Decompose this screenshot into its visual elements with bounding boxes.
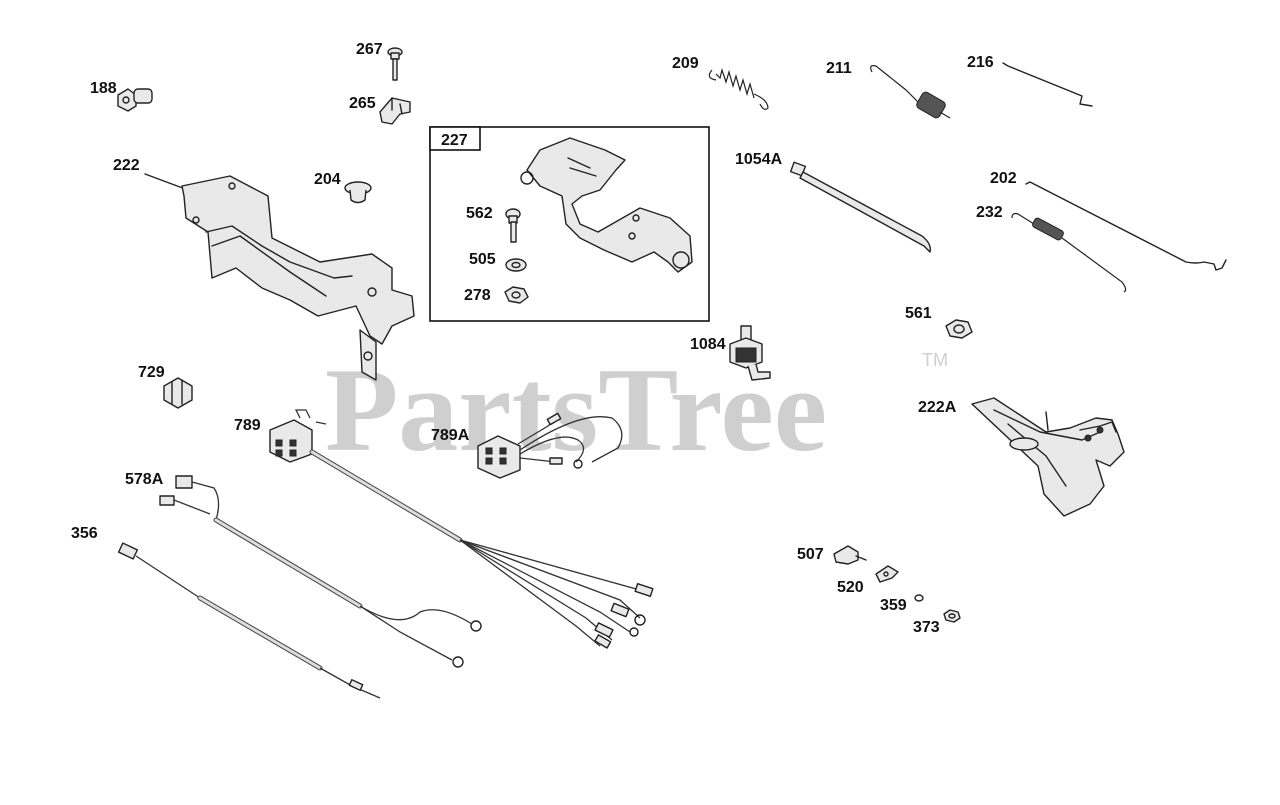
label-729[interactable]: 729 bbox=[138, 364, 165, 381]
part-216-rod[interactable] bbox=[1002, 62, 1093, 107]
part-505-washer[interactable] bbox=[505, 258, 527, 272]
label-278[interactable]: 278 bbox=[464, 287, 491, 304]
part-265-clip[interactable] bbox=[379, 97, 411, 125]
label-202[interactable]: 202 bbox=[990, 170, 1017, 187]
label-789A[interactable]: 789A bbox=[431, 427, 470, 444]
part-267-screw[interactable] bbox=[387, 47, 403, 81]
part-789A-wire-harness[interactable] bbox=[477, 412, 623, 479]
part-356-wire-harness[interactable] bbox=[117, 542, 381, 699]
label-562[interactable]: 562 bbox=[466, 205, 493, 222]
label-209[interactable]: 209 bbox=[672, 55, 699, 72]
part-789-wire-harness[interactable] bbox=[269, 409, 654, 649]
label-204[interactable]: 204 bbox=[314, 171, 341, 188]
label-227[interactable]: 227 bbox=[441, 132, 468, 149]
kit-227-box[interactable] bbox=[429, 126, 710, 322]
part-1084-switch[interactable] bbox=[729, 325, 771, 381]
label-265[interactable]: 265 bbox=[349, 95, 376, 112]
label-578A[interactable]: 578A bbox=[125, 471, 164, 488]
part-202-rod[interactable] bbox=[1025, 181, 1227, 271]
part-561-nut[interactable] bbox=[945, 319, 973, 339]
part-373-nut[interactable] bbox=[943, 609, 961, 623]
label-188[interactable]: 188 bbox=[90, 80, 117, 97]
label-520[interactable]: 520 bbox=[837, 579, 864, 596]
label-505[interactable]: 505 bbox=[469, 251, 496, 268]
label-222A[interactable]: 222A bbox=[918, 399, 957, 416]
part-729-connector[interactable] bbox=[163, 377, 193, 409]
part-1054A-cable-tie[interactable] bbox=[789, 161, 932, 253]
label-507[interactable]: 507 bbox=[797, 546, 824, 563]
part-278-nut[interactable] bbox=[504, 286, 529, 304]
part-562-screw[interactable] bbox=[505, 208, 521, 243]
part-204-grommet[interactable] bbox=[344, 181, 372, 204]
part-578A-wire-harness[interactable] bbox=[159, 475, 482, 668]
label-211[interactable]: 211 bbox=[826, 60, 852, 77]
part-507-terminal[interactable] bbox=[833, 545, 867, 565]
part-222A-control-plate[interactable] bbox=[971, 397, 1125, 517]
label-359[interactable]: 359 bbox=[880, 597, 907, 614]
label-356[interactable]: 356 bbox=[71, 525, 98, 542]
part-222-control-bracket[interactable] bbox=[144, 173, 415, 381]
part-209-spring[interactable] bbox=[708, 67, 769, 110]
part-211-spring[interactable] bbox=[870, 65, 951, 120]
label-1054A[interactable]: 1054A bbox=[735, 151, 783, 168]
label-561[interactable]: 561 bbox=[905, 305, 932, 322]
label-267[interactable]: 267 bbox=[356, 41, 383, 58]
label-373[interactable]: 373 bbox=[913, 619, 940, 636]
part-520-bracket[interactable] bbox=[875, 565, 899, 583]
label-789[interactable]: 789 bbox=[234, 417, 261, 434]
label-1084[interactable]: 1084 bbox=[690, 336, 726, 353]
part-359-lock-washer[interactable] bbox=[914, 594, 924, 602]
label-222[interactable]: 222 bbox=[113, 157, 140, 174]
part-227-lever-assembly[interactable] bbox=[520, 137, 693, 273]
label-216[interactable]: 216 bbox=[967, 54, 994, 71]
trademark-symbol: TM bbox=[922, 350, 948, 370]
part-232-spring[interactable] bbox=[1011, 212, 1127, 293]
label-232[interactable]: 232 bbox=[976, 204, 1003, 221]
part-188-shoulder-bolt[interactable] bbox=[117, 88, 153, 112]
